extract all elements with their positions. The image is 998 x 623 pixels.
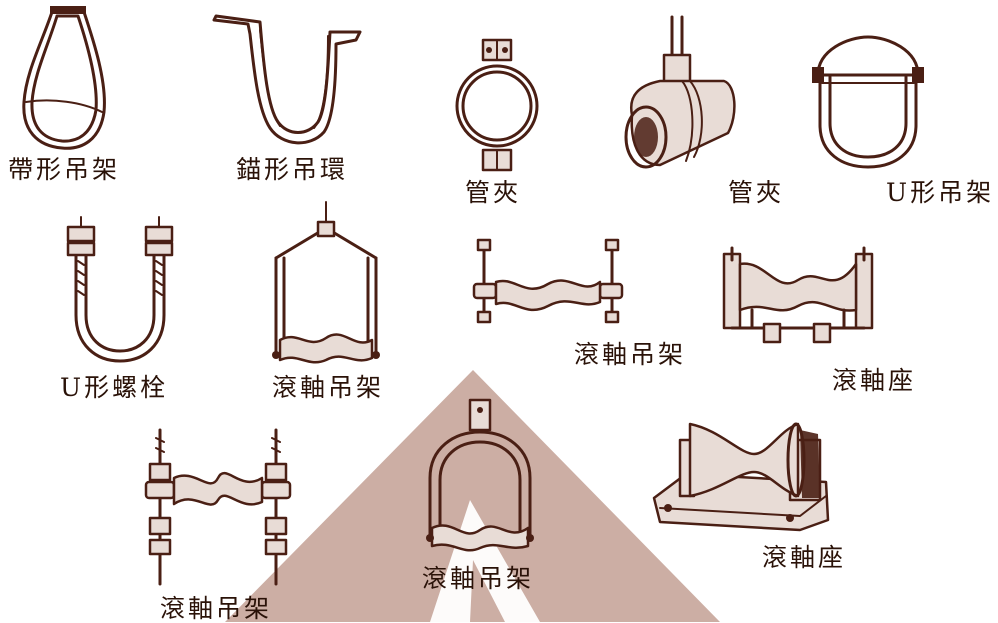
u-bolt-icon <box>66 216 174 363</box>
pipe-clamp-icon <box>455 38 539 172</box>
roller-hanger-yoke-icon <box>426 398 534 552</box>
caption-roller-hanger-frame: 滾軸吊架 <box>272 373 385 402</box>
roller-hanger-rods-icon <box>472 238 624 324</box>
roller-hanger-frame-icon <box>272 201 380 364</box>
caption-u-bolt: U形螺栓 <box>60 373 169 402</box>
caption-roller-stand: 滾軸座 <box>832 366 917 395</box>
caption-roller-hanger-double-rod: 滾軸吊架 <box>160 594 273 623</box>
roller-hanger-double-rod-icon <box>144 428 292 586</box>
u-hanger-icon <box>812 35 924 169</box>
band-hanger-icon <box>22 6 106 150</box>
caption-roller-hanger-yoke: 滾軸吊架 <box>422 564 535 593</box>
caption-pipe-clamp-mounted: 管夾 <box>728 178 785 207</box>
caption-anchor-hanger-ring: 錨形吊環 <box>236 155 349 184</box>
roller-base-icon <box>652 422 830 532</box>
roller-stand-icon <box>722 246 874 344</box>
caption-roller-hanger-rods: 滾軸吊架 <box>574 340 687 369</box>
caption-u-hanger: U形吊架 <box>886 178 995 207</box>
pipe-clamp-mounted-icon <box>624 15 736 169</box>
caption-roller-base: 滾軸座 <box>762 543 847 572</box>
anchor-hanger-ring-icon <box>212 14 362 145</box>
caption-band-hanger: 帶形吊架 <box>8 155 121 184</box>
caption-pipe-clamp: 管夾 <box>465 178 522 207</box>
